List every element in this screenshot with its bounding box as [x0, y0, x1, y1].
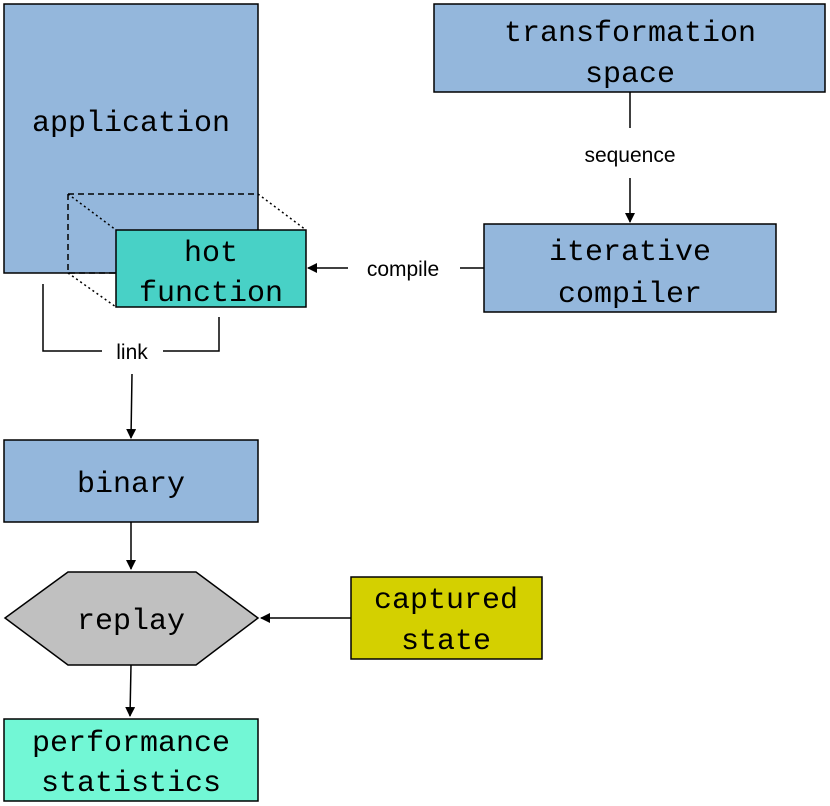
transformation-space-label-line1: transformation — [504, 17, 756, 51]
performance-statistics-label-line1: performance — [32, 727, 230, 761]
transformation-space-node: transformation space — [433, 3, 826, 93]
compile-label: compile — [367, 258, 439, 281]
link-edge: link — [42, 284, 220, 439]
binary-label: binary — [77, 468, 185, 502]
captured-state-node: captured state — [350, 576, 543, 660]
application-node: application — [3, 3, 259, 274]
performance-statistics-label-line2: statistics — [41, 767, 221, 801]
hot-function-extrusion — [67, 193, 307, 308]
compile-edge: compile — [307, 258, 484, 281]
hot-function-label-line2: function — [139, 277, 283, 311]
sequence-edge: sequence — [584, 92, 676, 223]
iterative-compiler-label-line2: compiler — [558, 278, 702, 312]
iterative-compiler-label-line1: iterative — [549, 236, 711, 270]
iterative-compiler-node: iterative compiler — [483, 223, 777, 313]
application-label: application — [32, 107, 230, 141]
hot-function-label-line1: hot — [184, 237, 238, 271]
replay-node: replay — [3, 571, 260, 666]
sequence-label: sequence — [584, 144, 675, 167]
transformation-space-label-line2: space — [585, 58, 675, 92]
hot-function-node: hot function — [115, 229, 307, 311]
captured-state-label-line2: state — [401, 625, 491, 659]
replay-to-performance-edge — [125, 664, 136, 717]
replay-label: replay — [77, 605, 185, 639]
captured-state-label-line1: captured — [374, 584, 518, 618]
binary-node: binary — [3, 439, 259, 523]
link-label: link — [116, 341, 148, 364]
performance-statistics-node: performance statistics — [3, 718, 259, 802]
